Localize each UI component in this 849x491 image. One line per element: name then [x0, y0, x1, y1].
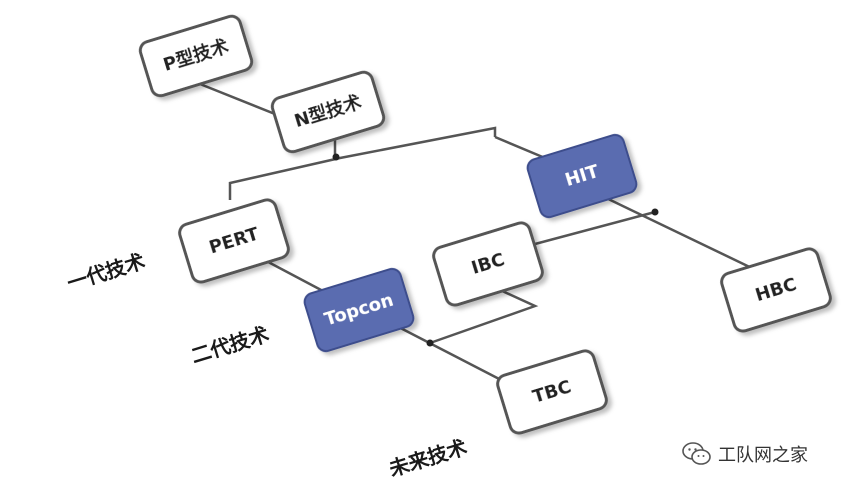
connector-hit-to-hbc	[599, 193, 761, 274]
connector-ibc-to-topcon-bar	[429, 288, 539, 345]
connector-bar-to-hit	[494, 135, 546, 160]
connector-n-branch-bar	[228, 126, 497, 200]
generation-label-second: 二代技术	[188, 322, 272, 368]
generation-label-first: 一代技术	[64, 249, 148, 295]
node-pert: PERT	[178, 198, 290, 284]
generation-label-future: 未来技术	[386, 435, 470, 481]
connector-topcon-to-tbc	[384, 318, 506, 384]
watermark-text: 工队网之家	[718, 445, 808, 466]
node-n-type: N型技术	[270, 70, 386, 154]
junction-dot-n	[332, 153, 340, 161]
node-p-type: P型技术	[138, 14, 254, 98]
node-hbc: HBC	[720, 247, 832, 333]
connector-hit-ibc-branch	[519, 210, 656, 250]
node-hit: HIT	[526, 133, 638, 219]
node-topcon: Topcon	[303, 267, 415, 353]
junction-dot-topcon	[426, 339, 434, 347]
watermark: 工队网之家	[682, 440, 808, 468]
wechat-icon	[682, 441, 712, 467]
junction-dot-hit	[651, 208, 659, 216]
node-tbc: TBC	[496, 349, 608, 435]
connectors	[189, 78, 761, 384]
node-ibc: IBC	[432, 221, 544, 307]
